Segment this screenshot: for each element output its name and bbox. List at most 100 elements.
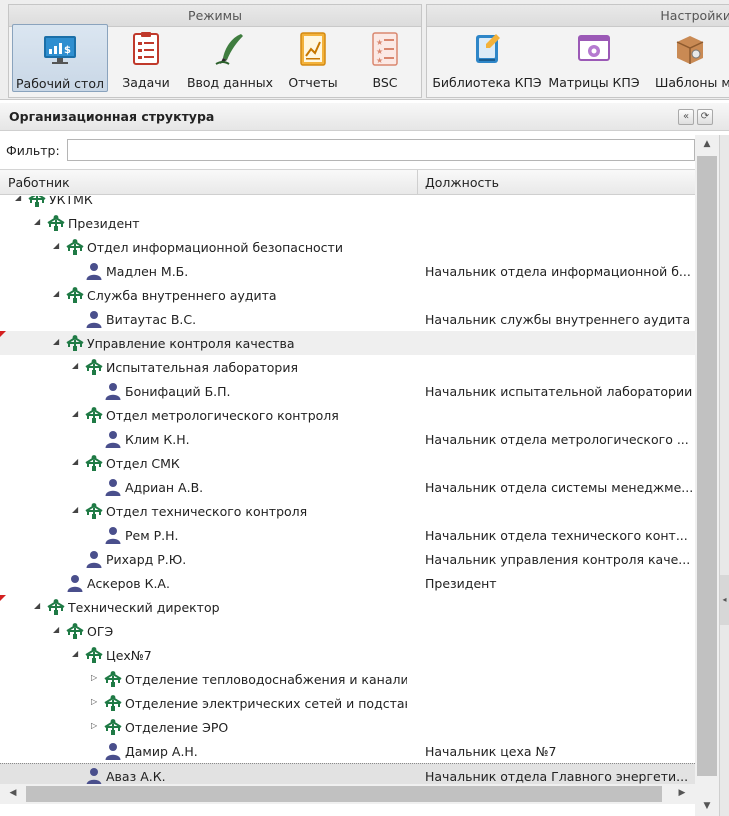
org-unit-icon <box>85 502 103 520</box>
tree-row-position: Начальник отдела системы менеджме... <box>425 480 694 495</box>
expand-node-icon[interactable]: ▷ <box>91 697 98 706</box>
tree-row[interactable]: ▷Отделение тепловодоснабжения и канализа… <box>0 667 695 691</box>
tree-row[interactable]: Адриан А.В. Начальник отдела системы мене… <box>0 475 695 499</box>
column-resize-handle[interactable] <box>417 170 418 195</box>
ribbon-group-title: Режимы <box>9 5 421 27</box>
bsc-button[interactable]: ★ ★ ★ BSC <box>350 24 420 92</box>
dashboard-label: Рабочий стол <box>16 76 104 91</box>
employee-icon <box>85 310 103 328</box>
tree-row[interactable]: ◢Отдел технического контроля <box>0 499 695 523</box>
horizontal-scrollbar[interactable]: ◀ ▶ <box>0 784 695 804</box>
org-unit-icon <box>104 670 122 688</box>
scroll-left-icon[interactable]: ◀ <box>9 788 17 798</box>
filter-input[interactable] <box>67 139 695 161</box>
bsc-icon: ★ ★ ★ <box>372 32 398 66</box>
employee-icon <box>85 262 103 280</box>
svg-text:$: $ <box>64 45 71 56</box>
tree-row-position: Начальник цеха №7 <box>425 744 557 759</box>
collapse-node-icon[interactable]: ◢ <box>72 457 79 466</box>
tree-row[interactable]: ▷Отделение электрических сетей и подстан… <box>0 691 695 715</box>
templates-button[interactable]: Шаблоны ма <box>650 24 729 92</box>
tree-row[interactable]: Аваз А.К.Начальник отдела Главного энерг… <box>0 763 695 784</box>
refresh-button[interactable]: ⟳ <box>697 109 713 125</box>
scroll-down-icon[interactable]: ▼ <box>703 801 711 811</box>
tree-row-position: Президент <box>425 576 497 591</box>
collapse-node-icon[interactable]: ◢ <box>72 649 79 658</box>
tree-row[interactable]: Клим К.Н.Начальник отдела метрологическо… <box>0 427 695 451</box>
column-header-position[interactable]: Должность <box>425 175 500 190</box>
tree-row[interactable]: ◢Управление контроля качества <box>0 331 695 355</box>
collapse-node-icon[interactable]: ◢ <box>53 289 60 298</box>
org-unit-icon <box>85 454 103 472</box>
collapse-node-icon[interactable]: ◢ <box>53 241 60 250</box>
tree-row-name: Бонифаций Б.П. <box>125 384 231 399</box>
tree-row-name: Клим К.Н. <box>125 432 190 447</box>
collapse-node-icon[interactable]: ◢ <box>34 601 41 610</box>
tree-row-name: Витаутас В.С. <box>106 312 197 327</box>
tree-row[interactable]: ◢ Технический директор <box>0 595 695 619</box>
tree-row-name: Отделение ЭРО <box>125 720 229 735</box>
collapse-node-icon[interactable]: ◢ <box>15 196 22 202</box>
tree-row[interactable]: ◢ОГЭ <box>0 619 695 643</box>
reports-button[interactable]: Отчеты <box>282 24 344 92</box>
tasks-button[interactable]: Задачи <box>114 24 178 92</box>
tree-row-position: Начальник отдела Главного энергети... <box>425 769 689 784</box>
tree-row-position: Начальник управления контроля каче... <box>425 552 691 567</box>
kpi-library-button[interactable]: Библиотека КПЭ <box>432 24 542 92</box>
changed-marker-icon <box>0 331 6 337</box>
tree-row-name: Технический директор <box>68 600 220 615</box>
tree-row[interactable]: Аскеров К.А. Президент <box>0 571 695 595</box>
expand-node-icon[interactable]: ▷ <box>91 673 98 682</box>
tree-row[interactable]: Дамир А.Н.Начальник цеха №7 <box>0 739 695 763</box>
tree-row[interactable]: ◢Президент <box>0 211 695 235</box>
vertical-scrollbar[interactable]: ▲ ▼ <box>695 135 719 816</box>
scroll-up-icon[interactable]: ▲ <box>703 139 711 149</box>
org-unit-icon <box>66 238 84 256</box>
tree-row[interactable]: Рем Р.Н.Начальник отдела технического ко… <box>0 523 695 547</box>
horizontal-scroll-thumb[interactable] <box>26 786 662 802</box>
tree-row[interactable]: Рихард Р.Ю. Начальник управления контроля… <box>0 547 695 571</box>
org-unit-icon <box>85 406 103 424</box>
bsc-label: BSC <box>372 75 398 90</box>
collapse-node-icon[interactable]: ◢ <box>72 505 79 514</box>
data-entry-button[interactable]: Ввод данных <box>184 24 276 92</box>
tree-row[interactable]: Мадлен М.Б.Начальник отдела информационн… <box>0 259 695 283</box>
filter-label: Фильтр: <box>6 143 60 158</box>
tree-row[interactable]: Бонифаций Б.П.Начальник испытательной ла… <box>0 379 695 403</box>
tree-row[interactable]: ▷ Отделение ЭРО <box>0 715 695 739</box>
double-chevron-left-icon: « <box>682 111 690 122</box>
tree-row[interactable]: ◢ Отдел СМК <box>0 451 695 475</box>
tree-row[interactable]: ◢Отдел информационной безопасности <box>0 235 695 259</box>
tree-row[interactable]: ◢УКТМК <box>0 196 695 211</box>
expand-node-icon[interactable]: ▷ <box>91 721 98 730</box>
panel-splitter[interactable]: ◂ <box>719 135 729 816</box>
org-unit-icon <box>28 196 46 208</box>
tree-row[interactable]: Витаутас В.С.Начальник службы внутреннег… <box>0 307 695 331</box>
scroll-right-icon[interactable]: ▶ <box>678 788 686 798</box>
tree-row[interactable]: ◢Испытательная лаборатория <box>0 355 695 379</box>
collapse-node-icon[interactable]: ◢ <box>72 409 79 418</box>
collapse-node-icon[interactable]: ◢ <box>72 361 79 370</box>
column-header-employee[interactable]: Работник <box>8 175 70 190</box>
kpi-matrix-button[interactable]: Матрицы КПЭ <box>548 24 640 92</box>
collapse-node-icon[interactable]: ◢ <box>53 625 60 634</box>
tree-row[interactable]: ◢Служба внутреннего аудита <box>0 283 695 307</box>
dashboard-button[interactable]: $ Рабочий стол <box>12 24 108 92</box>
collapse-node-icon[interactable]: ◢ <box>53 337 60 346</box>
org-unit-icon <box>66 334 84 352</box>
svg-text:★: ★ <box>376 38 383 47</box>
collapse-node-icon[interactable]: ◢ <box>34 217 41 226</box>
tree-row[interactable]: ◢Отдел метрологического контроля <box>0 403 695 427</box>
splitter-expand-icon[interactable]: ◂ <box>720 575 729 625</box>
tree-row-name: Отдел СМК <box>106 456 180 471</box>
tree-row-name: Рихард Р.Ю. <box>106 552 187 567</box>
org-unit-icon <box>85 646 103 664</box>
tasks-icon <box>133 32 159 65</box>
tree-row[interactable]: ◢Цех№7 <box>0 643 695 667</box>
vertical-scroll-thumb[interactable] <box>697 156 717 776</box>
kpi-matrix-label: Матрицы КПЭ <box>548 75 640 90</box>
tree-row-name: Адриан А.В. <box>125 480 204 495</box>
collapse-panel-button[interactable]: « <box>678 109 694 125</box>
tree-row-name: Аскеров К.А. <box>87 576 170 591</box>
org-unit-icon <box>66 286 84 304</box>
